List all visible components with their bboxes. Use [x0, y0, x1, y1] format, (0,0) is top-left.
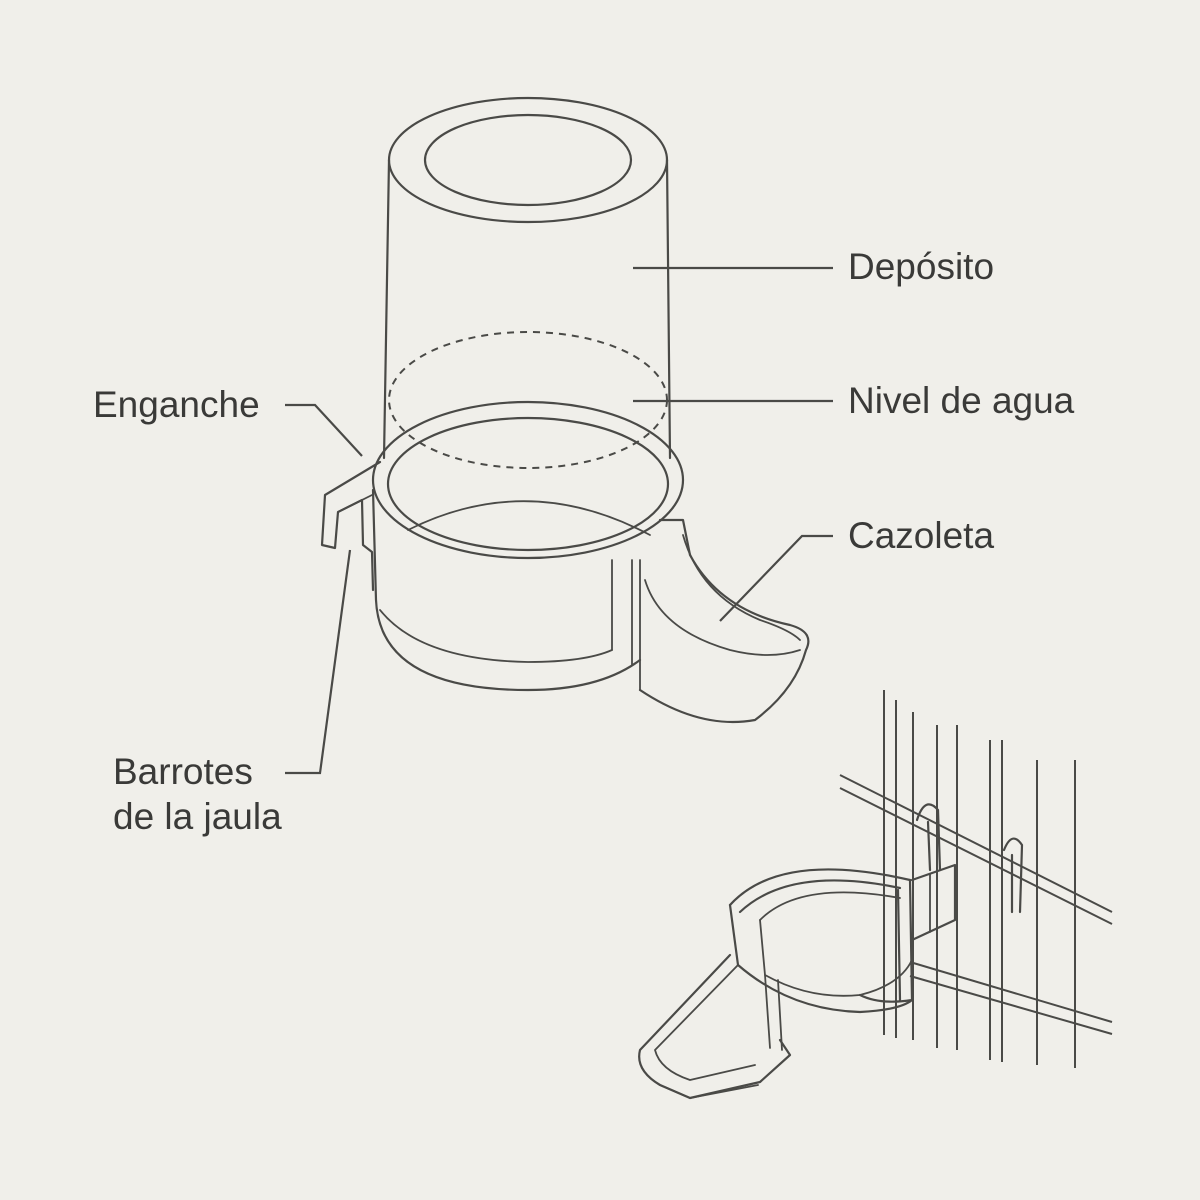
cup-spout: [638, 518, 810, 724]
cage-bars: [839, 690, 1113, 1068]
label-cage-bars-line1: Barrotes: [113, 751, 253, 792]
cage-hooks: [915, 803, 1024, 914]
hook-clip: [320, 460, 382, 592]
label-hook: Enganche: [93, 384, 260, 425]
water-level-mark: [388, 331, 668, 469]
bowl-base: [371, 400, 685, 692]
mounted-feeder: [638, 863, 957, 1100]
leader-lines: [285, 266, 833, 775]
label-bowl: Cazoleta: [848, 515, 995, 556]
water-reservoir: [382, 96, 672, 460]
label-cage-bars-line2: de la jaula: [113, 796, 282, 837]
label-water-level: Nivel de agua: [848, 380, 1075, 421]
label-reservoir: Depósito: [848, 246, 995, 287]
